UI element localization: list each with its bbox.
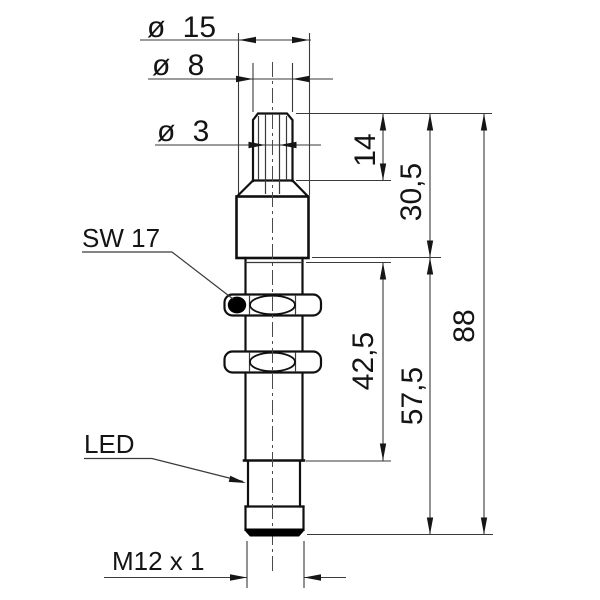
arrow-dia15-left	[239, 36, 256, 44]
label-wrench-size: SW 17	[82, 223, 160, 253]
label-dia8: ø 8	[152, 49, 204, 82]
leader-sw17	[82, 251, 234, 300]
label-led: LED	[84, 429, 135, 459]
cone-edge-right	[290, 178, 310, 199]
arrow-14-top	[379, 113, 387, 131]
arrow-42-5-bottom	[379, 443, 387, 461]
arrow-14-bottom	[379, 163, 387, 181]
arrow-30-5-top	[426, 113, 434, 131]
arrow-led-leader	[228, 475, 246, 483]
stud-outline	[251, 112, 294, 183]
arrow-88-top	[480, 113, 488, 131]
arrow-57-5-top	[426, 257, 434, 275]
dim-text-30-5: 30,5	[395, 163, 428, 221]
arrow-42-5-top	[379, 262, 387, 280]
dim-text-88: 88	[448, 309, 481, 342]
arrow-m12-right	[304, 574, 321, 581]
arrow-57-5-bottom	[426, 517, 434, 535]
cone-edge-left	[235, 178, 255, 199]
sensing-face	[245, 528, 304, 537]
leader-led	[84, 457, 244, 483]
arrow-dia8-right	[292, 75, 310, 83]
arrow-dia8-left	[236, 75, 253, 83]
arrow-dia3-right	[279, 141, 297, 149]
arrow-88-bottom	[480, 517, 488, 535]
dim-text-57-5: 57,5	[396, 367, 429, 425]
arrow-dia15-right	[292, 36, 309, 44]
dim-text-42-5: 42,5	[347, 332, 380, 390]
label-dia15: ø 15	[147, 11, 216, 44]
label-dia3: ø 3	[157, 115, 209, 148]
arrow-30-5-bottom	[426, 240, 434, 258]
dimension-arrowheads	[230, 36, 488, 581]
label-thread-spec: M12 x 1	[112, 546, 205, 576]
dim-text-14: 14	[349, 133, 382, 166]
drawing-labels: ø 15 ø 8 ø 3 SW 17 LED M12 x 1 14 30,5 4…	[82, 11, 481, 576]
arrow-dia3-left	[248, 141, 266, 149]
leader-lines	[82, 251, 246, 483]
extension-and-dimension-lines	[104, 33, 493, 588]
arrow-m12-left	[230, 574, 247, 581]
wrench-flat-marker-dot	[227, 296, 247, 314]
